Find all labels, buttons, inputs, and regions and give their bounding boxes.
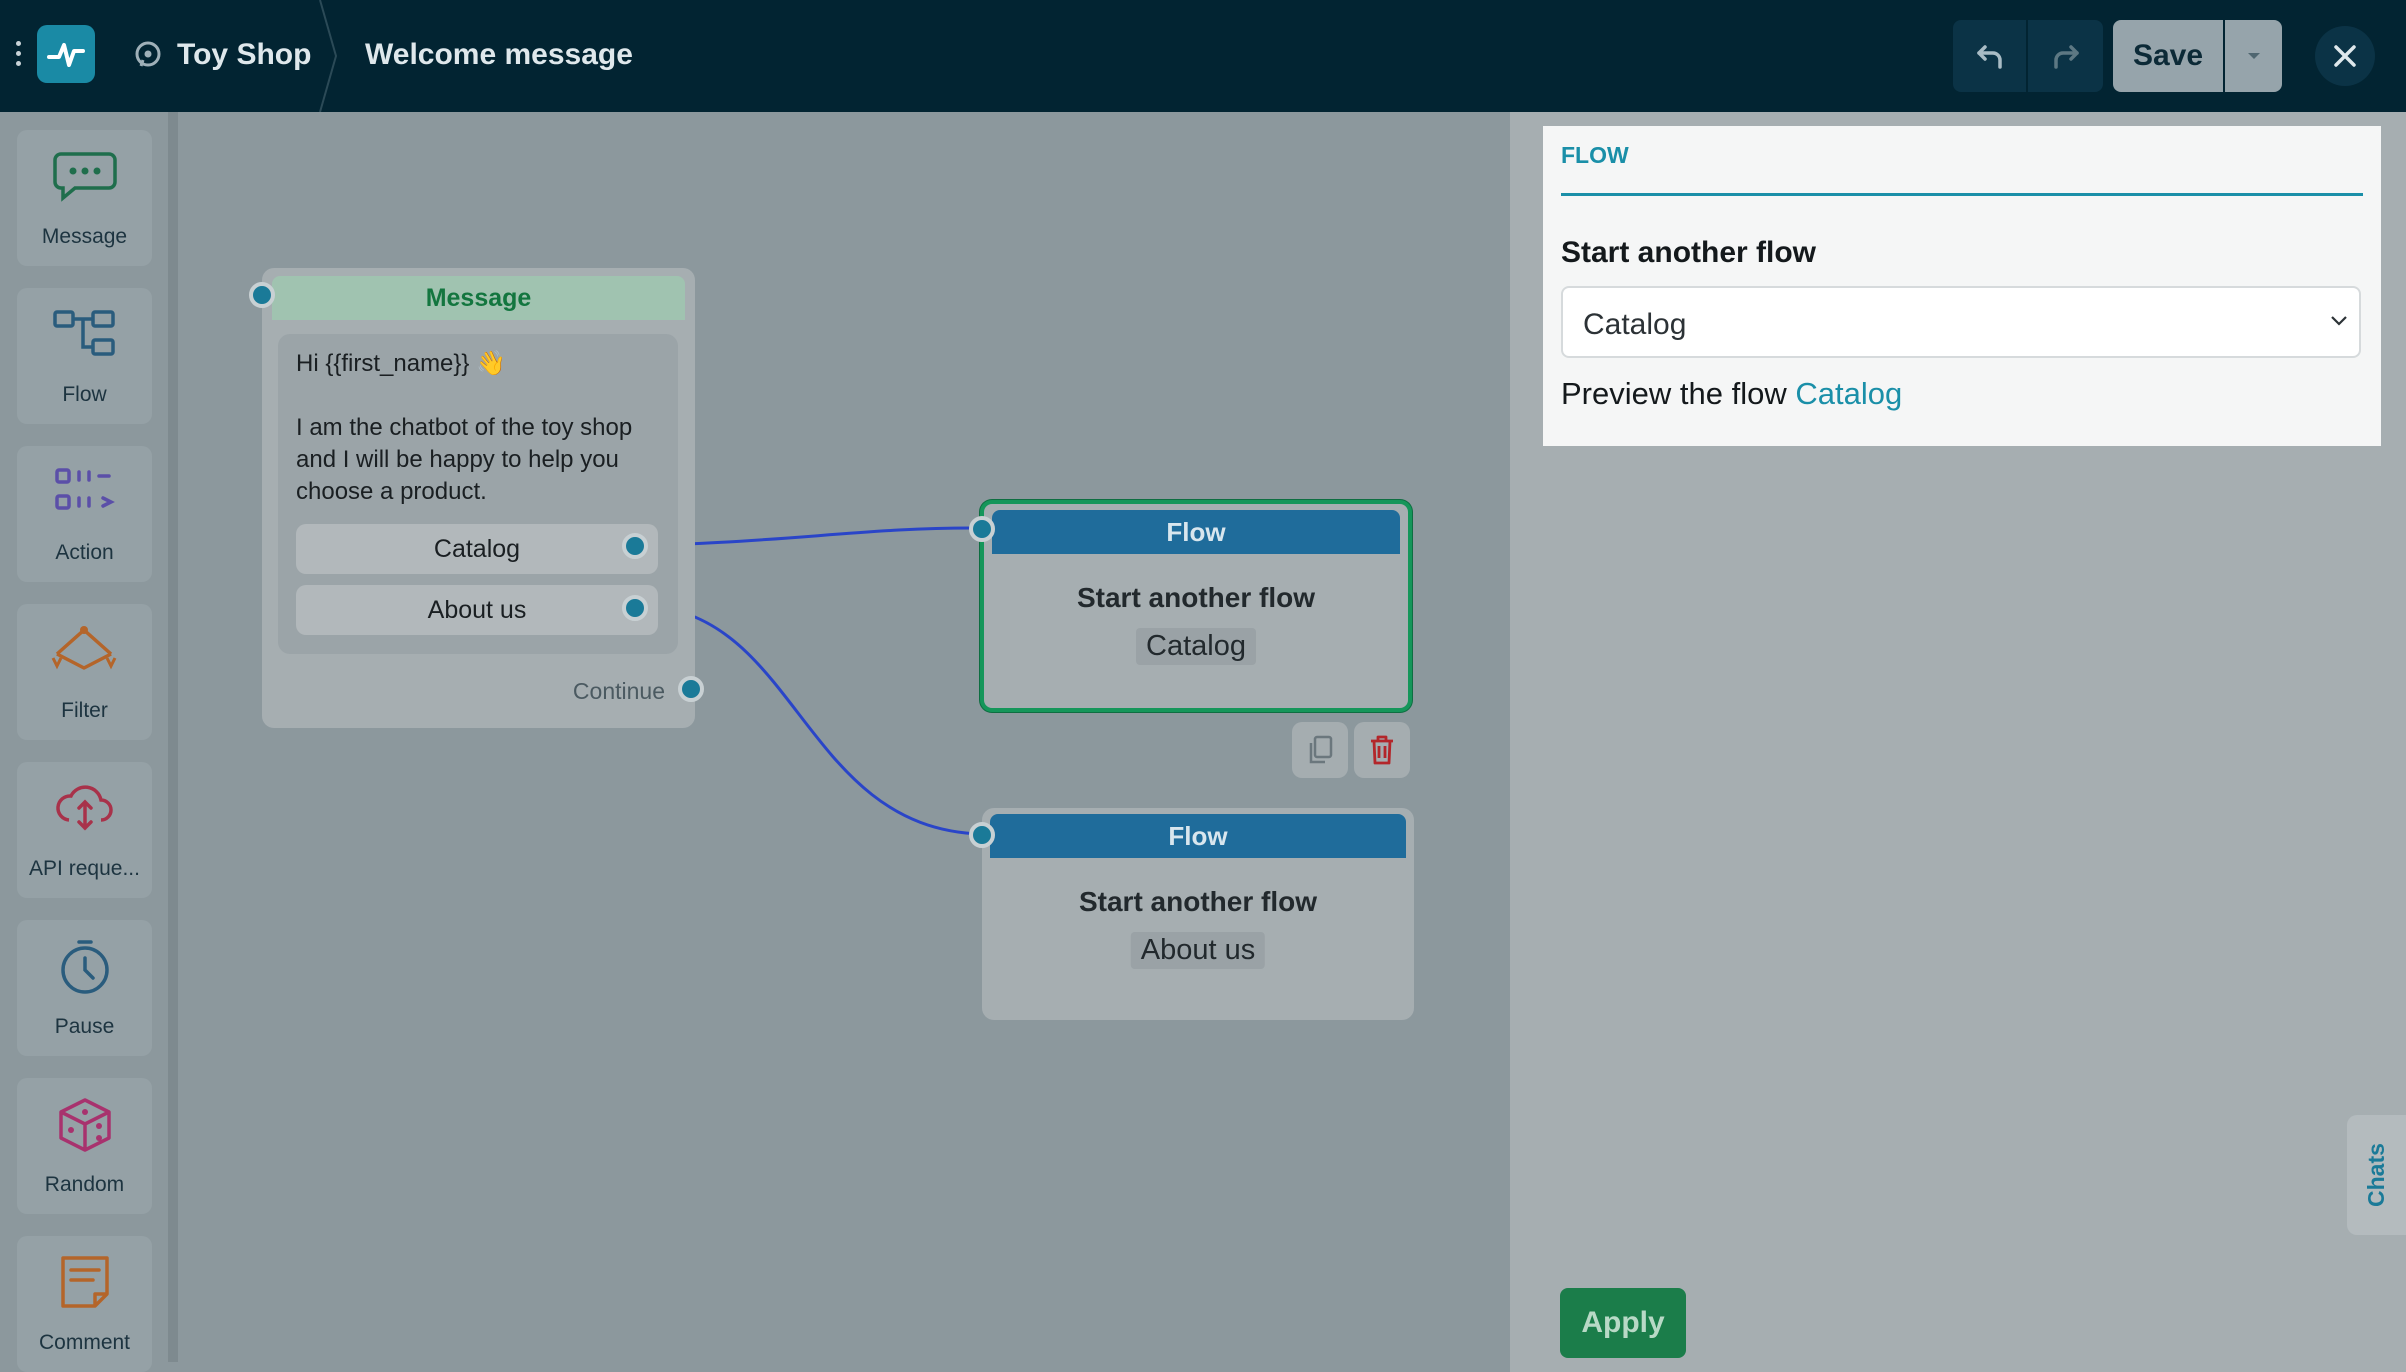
toolbox-item-label: Filter <box>61 699 108 722</box>
flow-node-target: About us <box>1130 932 1266 969</box>
tab-underline <box>1561 193 2363 196</box>
flow-node-catalog[interactable]: Flow Start another flow Catalog <box>980 500 1412 712</box>
continue-label: Continue <box>572 678 665 704</box>
toolbox-item-label: Action <box>55 541 114 564</box>
flow-settings-card: FLOW Start another flow Catalog Preview … <box>1543 126 2381 446</box>
top-bar: Toy Shop Welcome message Save <box>0 0 2406 112</box>
flow-icon <box>53 310 115 356</box>
message-bubble-icon <box>53 152 117 202</box>
flow-node-target: Catalog <box>1136 628 1256 665</box>
quick-reply-button-about-us[interactable]: About us <box>296 585 658 635</box>
message-node-title: Message <box>272 276 685 320</box>
trash-icon <box>1371 735 1393 765</box>
flow-title[interactable]: Welcome message <box>365 38 633 71</box>
redo-icon <box>2053 45 2079 69</box>
save-button[interactable]: Save <box>2113 20 2223 92</box>
chevron-down-icon <box>2331 316 2347 326</box>
about-us-output-port[interactable] <box>622 595 648 621</box>
flow-node-action: Start another flow <box>1078 886 1317 917</box>
dice-icon <box>59 1098 111 1152</box>
preview-flow-link[interactable]: Catalog <box>1795 376 1903 411</box>
delete-node-button[interactable] <box>1354 722 1410 778</box>
toolbox-scrollbar[interactable] <box>168 112 178 1362</box>
chevron-down-icon <box>2247 53 2260 59</box>
toolbox-item-flow[interactable]: Flow <box>17 288 152 424</box>
flow-node-action: Start another flow <box>1076 582 1315 613</box>
message-node-body: Hi {{first_name}} 👋 I am the chatbot of … <box>278 334 678 654</box>
toolbox-item-label: API reque... <box>29 857 140 880</box>
block-toolbox: Message Flow Action Filter AP <box>0 112 168 1372</box>
pause-clock-icon <box>61 940 109 994</box>
undo-icon <box>1976 45 2002 69</box>
bot-name-breadcrumb[interactable]: Toy Shop <box>177 38 312 71</box>
toolbox-item-api-request[interactable]: API reque... <box>17 762 152 898</box>
catalog-output-port[interactable] <box>622 533 648 559</box>
copy-icon <box>1309 735 1333 764</box>
preview-flow-prefix: Preview the flow <box>1561 376 1787 411</box>
main-menu-icon[interactable] <box>8 36 28 76</box>
message-node[interactable]: Message Hi {{first_name}} 👋 I am the cha… <box>262 268 695 728</box>
toolbox-item-message[interactable]: Message <box>17 130 152 266</box>
quick-reply-button-catalog[interactable]: Catalog <box>296 524 658 574</box>
message-text: Hi {{first_name}} 👋 I am the chatbot of … <box>296 350 633 505</box>
close-button[interactable] <box>2315 26 2375 86</box>
filter-icon <box>51 626 117 670</box>
duplicate-node-button[interactable] <box>1292 722 1348 778</box>
toolbox-item-pause[interactable]: Pause <box>17 920 152 1056</box>
chats-side-tab[interactable]: Chats <box>2347 1115 2406 1235</box>
toolbox-item-label: Flow <box>62 383 107 406</box>
viber-icon <box>135 41 161 67</box>
apply-button[interactable]: Apply <box>1560 1288 1686 1358</box>
toolbox-item-random[interactable]: Random <box>17 1078 152 1214</box>
continue-output-port[interactable] <box>678 676 704 702</box>
close-icon <box>2334 45 2356 67</box>
flow-node-title: Flow <box>990 814 1406 858</box>
flow-select[interactable]: Catalog <box>1561 286 2361 358</box>
wire-about-us <box>683 611 983 836</box>
flow-node-title: Flow <box>992 510 1400 554</box>
toolbox-item-action[interactable]: Action <box>17 446 152 582</box>
flow-select-value: Catalog <box>1583 308 1687 341</box>
wire-catalog <box>683 526 983 546</box>
breadcrumb-separator <box>319 0 338 112</box>
toolbox-item-label: Message <box>41 225 128 248</box>
toolbox-item-filter[interactable]: Filter <box>17 604 152 740</box>
save-options-dropdown[interactable] <box>2225 20 2282 92</box>
properties-panel: FLOW Start another flow Catalog Preview … <box>1510 112 2406 1372</box>
toolbox-item-comment[interactable]: Comment <box>17 1236 152 1372</box>
node-toolbar <box>1292 722 1412 780</box>
preview-flow-text: Preview the flow Catalog <box>1561 376 1902 412</box>
tab-flow[interactable]: FLOW <box>1561 142 1629 168</box>
api-request-icon <box>56 785 113 831</box>
redo-button[interactable] <box>2028 20 2103 92</box>
action-icon <box>55 468 115 510</box>
message-input-port[interactable] <box>249 282 275 308</box>
toolbox-item-label: Random <box>44 1173 125 1196</box>
chats-tab-label: Chats <box>2363 1143 2389 1207</box>
toolbox-item-label: Pause <box>54 1015 115 1038</box>
app-logo[interactable] <box>37 25 95 83</box>
comment-icon <box>61 1256 109 1308</box>
history-controls <box>1953 20 2103 92</box>
toolbox-item-label: Comment <box>38 1331 131 1354</box>
undo-button[interactable] <box>1953 20 2028 92</box>
flow-node-about-us[interactable]: Flow Start another flow About us <box>982 808 1414 1020</box>
flow-catalog-input-port[interactable] <box>969 516 995 542</box>
start-flow-label: Start another flow <box>1561 236 1817 269</box>
flow-about-us-input-port[interactable] <box>969 822 995 848</box>
